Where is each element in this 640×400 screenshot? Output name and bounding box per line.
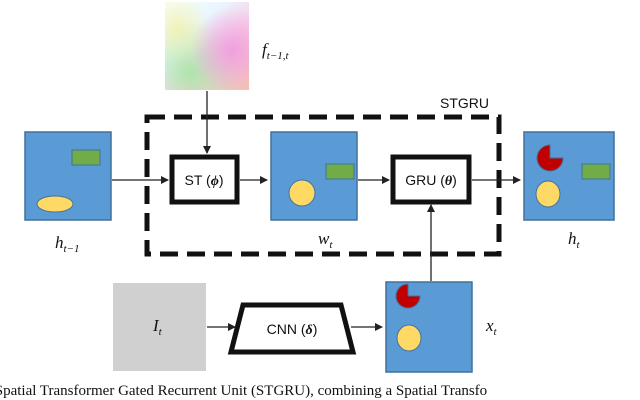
stgru-module-box	[144, 114, 502, 257]
h-prev-label: ht−1	[55, 233, 79, 255]
h-out-label: ht	[568, 229, 581, 251]
arrows	[112, 91, 521, 331]
tile-w	[270, 131, 358, 221]
stgru-label: STGRU	[440, 95, 489, 111]
flow-label: ft−1,t	[262, 40, 289, 62]
st-block	[169, 154, 240, 205]
x-label: xt	[485, 316, 498, 338]
gru-block	[390, 154, 472, 205]
gru-block-label: GRU (θ)	[405, 172, 457, 189]
tile-h-prev	[24, 131, 112, 221]
figure-caption: r Spatial Transformer Gated Recurrent Un…	[0, 383, 488, 399]
I-label: It	[152, 316, 163, 338]
optical-flow-image	[165, 2, 249, 90]
cnn-block	[227, 302, 357, 355]
cnn-block-label: CNN (δ)	[267, 321, 318, 338]
st-block-label: ST (ϕ)	[185, 172, 224, 189]
w-label: wt	[318, 229, 333, 251]
tile-h-out	[523, 131, 615, 221]
input-image-tile	[113, 283, 206, 371]
tile-x	[385, 281, 473, 373]
